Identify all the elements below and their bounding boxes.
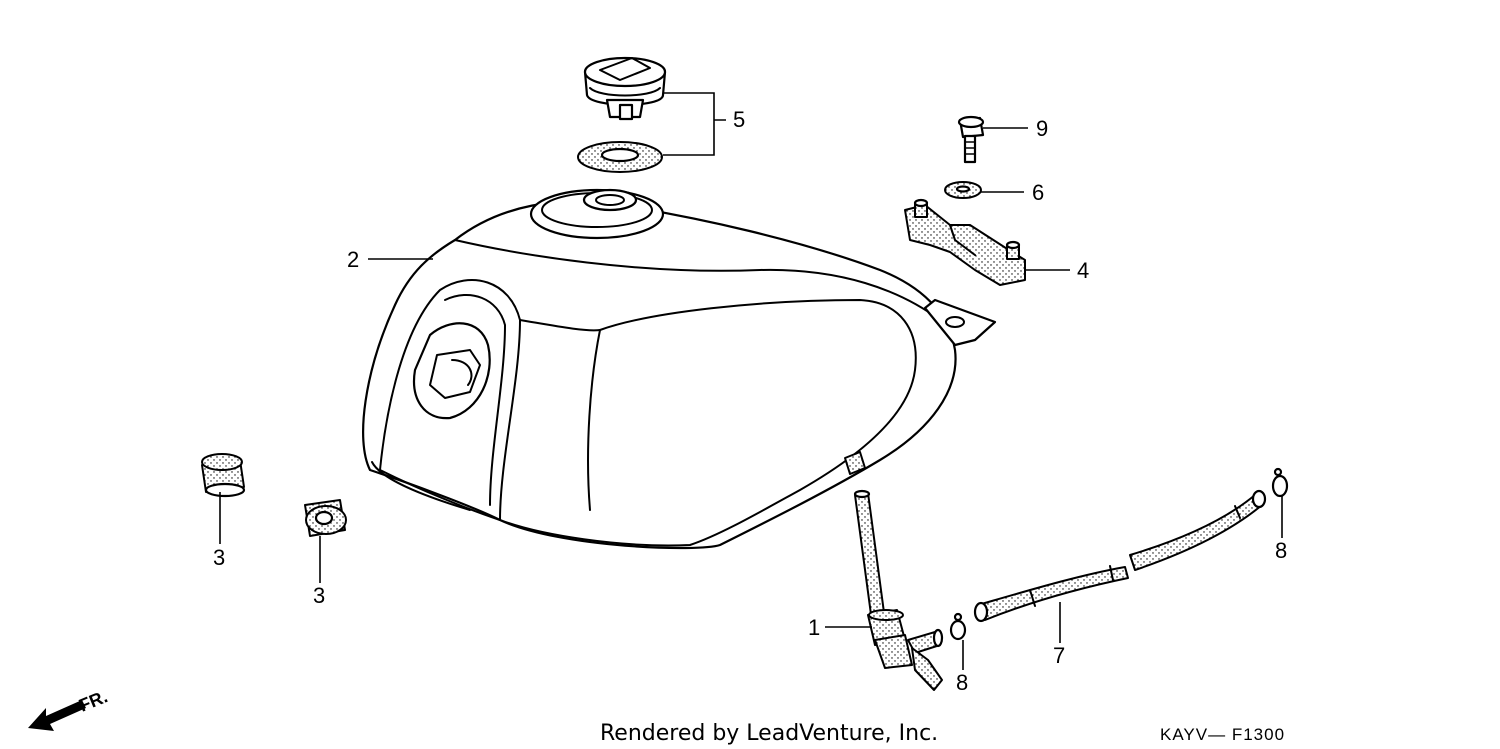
fuel-cap bbox=[583, 56, 667, 121]
fuel-tank bbox=[362, 188, 997, 550]
callout-3-right: 3 bbox=[313, 583, 325, 608]
callout-9: 9 bbox=[1036, 116, 1048, 141]
callout-7: 7 bbox=[1053, 643, 1065, 668]
direction-label: FR. bbox=[76, 686, 110, 715]
tube-clip bbox=[1271, 467, 1289, 498]
rubber-cushion-large bbox=[201, 453, 246, 498]
callout-2: 2 bbox=[347, 247, 359, 272]
callout-1: 1 bbox=[808, 615, 820, 640]
fuel-valve bbox=[853, 489, 944, 691]
fuel-cap-gasket bbox=[577, 141, 663, 173]
tube-clip bbox=[949, 612, 967, 641]
callout-numbers: 1 2 3 3 4 5 6 7 8 8 9 bbox=[213, 107, 1287, 695]
callout-5: 5 bbox=[733, 107, 745, 132]
leader-lines bbox=[219, 92, 1283, 670]
callout-6: 6 bbox=[1032, 180, 1044, 205]
bolt bbox=[957, 115, 985, 164]
rubber-cushion-small bbox=[304, 499, 347, 537]
callout-8-bottom: 8 bbox=[956, 670, 968, 695]
mounting-bracket bbox=[904, 198, 1026, 286]
callout-4: 4 bbox=[1077, 258, 1089, 283]
callout-8-right: 8 bbox=[1275, 538, 1287, 563]
footer-credit: Rendered by LeadVenture, Inc. bbox=[600, 721, 938, 746]
fuel-tube bbox=[973, 489, 1267, 623]
arrow-left-icon bbox=[28, 700, 86, 731]
front-direction-arrow: FR. bbox=[28, 686, 110, 731]
callout-3-left: 3 bbox=[213, 545, 225, 570]
washer bbox=[944, 181, 982, 199]
footer-code: KAYV— F1300 bbox=[1160, 725, 1285, 744]
